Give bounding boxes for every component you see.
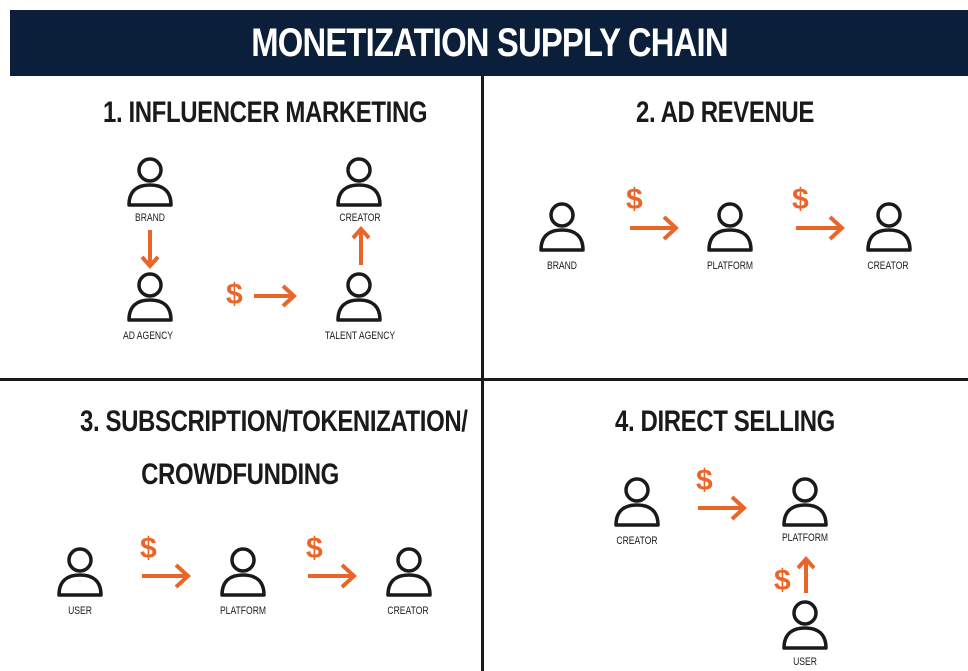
person-icon (125, 270, 175, 324)
money-symbol: $ (792, 183, 809, 216)
panel-3-heading-line-1: 3. SUBSCRIPTION/TOKENIZATION/ (80, 405, 468, 438)
person-icon (537, 200, 587, 254)
arrow-down-icon (139, 228, 161, 270)
panel-1-heading: 1. INFLUENCER MARKETING (103, 96, 428, 129)
node-label-brand: BRAND (546, 260, 578, 272)
arrow-up-icon (795, 555, 817, 595)
arrow-right-icon (252, 283, 298, 309)
node-label-creator: CREATOR (867, 260, 909, 272)
person-icon (334, 270, 384, 324)
node-label-ad-agency: AD AGENCY (122, 330, 174, 342)
money-symbol: $ (140, 532, 157, 565)
person-icon (218, 545, 268, 599)
node-label-platform: PLATFORM (781, 532, 829, 544)
money-symbol: $ (774, 564, 791, 597)
arrow-right-icon (696, 494, 748, 522)
arrow-right-icon (306, 562, 358, 590)
node-label-creator: CREATOR (616, 535, 658, 547)
money-symbol: $ (696, 464, 713, 497)
node-label-talent-agency: TALENT AGENCY (324, 330, 396, 342)
node-label-creator: CREATOR (387, 605, 429, 617)
node-label-creator: CREATOR (339, 212, 381, 224)
node-label-user: USER (793, 656, 817, 668)
diagram-title: MONETIZATION SUPPLY CHAIN (250, 20, 728, 65)
person-icon (55, 545, 105, 599)
node-label-user: USER (68, 605, 92, 617)
person-icon (612, 475, 662, 529)
person-icon (705, 200, 755, 254)
money-symbol: $ (226, 278, 243, 311)
person-icon (334, 155, 384, 209)
person-icon (780, 475, 830, 529)
arrow-right-icon (140, 562, 192, 590)
arrow-up-icon (350, 225, 372, 267)
money-symbol: $ (626, 183, 643, 216)
money-symbol: $ (306, 532, 323, 565)
panel-2-heading: 2. AD REVENUE (636, 96, 814, 129)
node-label-brand: BRAND (134, 212, 166, 224)
person-icon (384, 545, 434, 599)
person-icon (864, 200, 914, 254)
person-icon (780, 598, 830, 652)
panel-4-heading: 4. DIRECT SELLING (615, 405, 835, 438)
person-icon (125, 155, 175, 209)
title-banner: MONETIZATION SUPPLY CHAIN (10, 10, 968, 76)
panel-3-heading-line-2: CROWDFUNDING (141, 458, 339, 491)
arrow-right-icon (628, 214, 680, 242)
vertical-divider (481, 76, 484, 671)
horizontal-divider (0, 378, 968, 381)
node-label-platform: PLATFORM (219, 605, 267, 617)
arrow-right-icon (794, 214, 846, 242)
node-label-platform: PLATFORM (706, 260, 754, 272)
